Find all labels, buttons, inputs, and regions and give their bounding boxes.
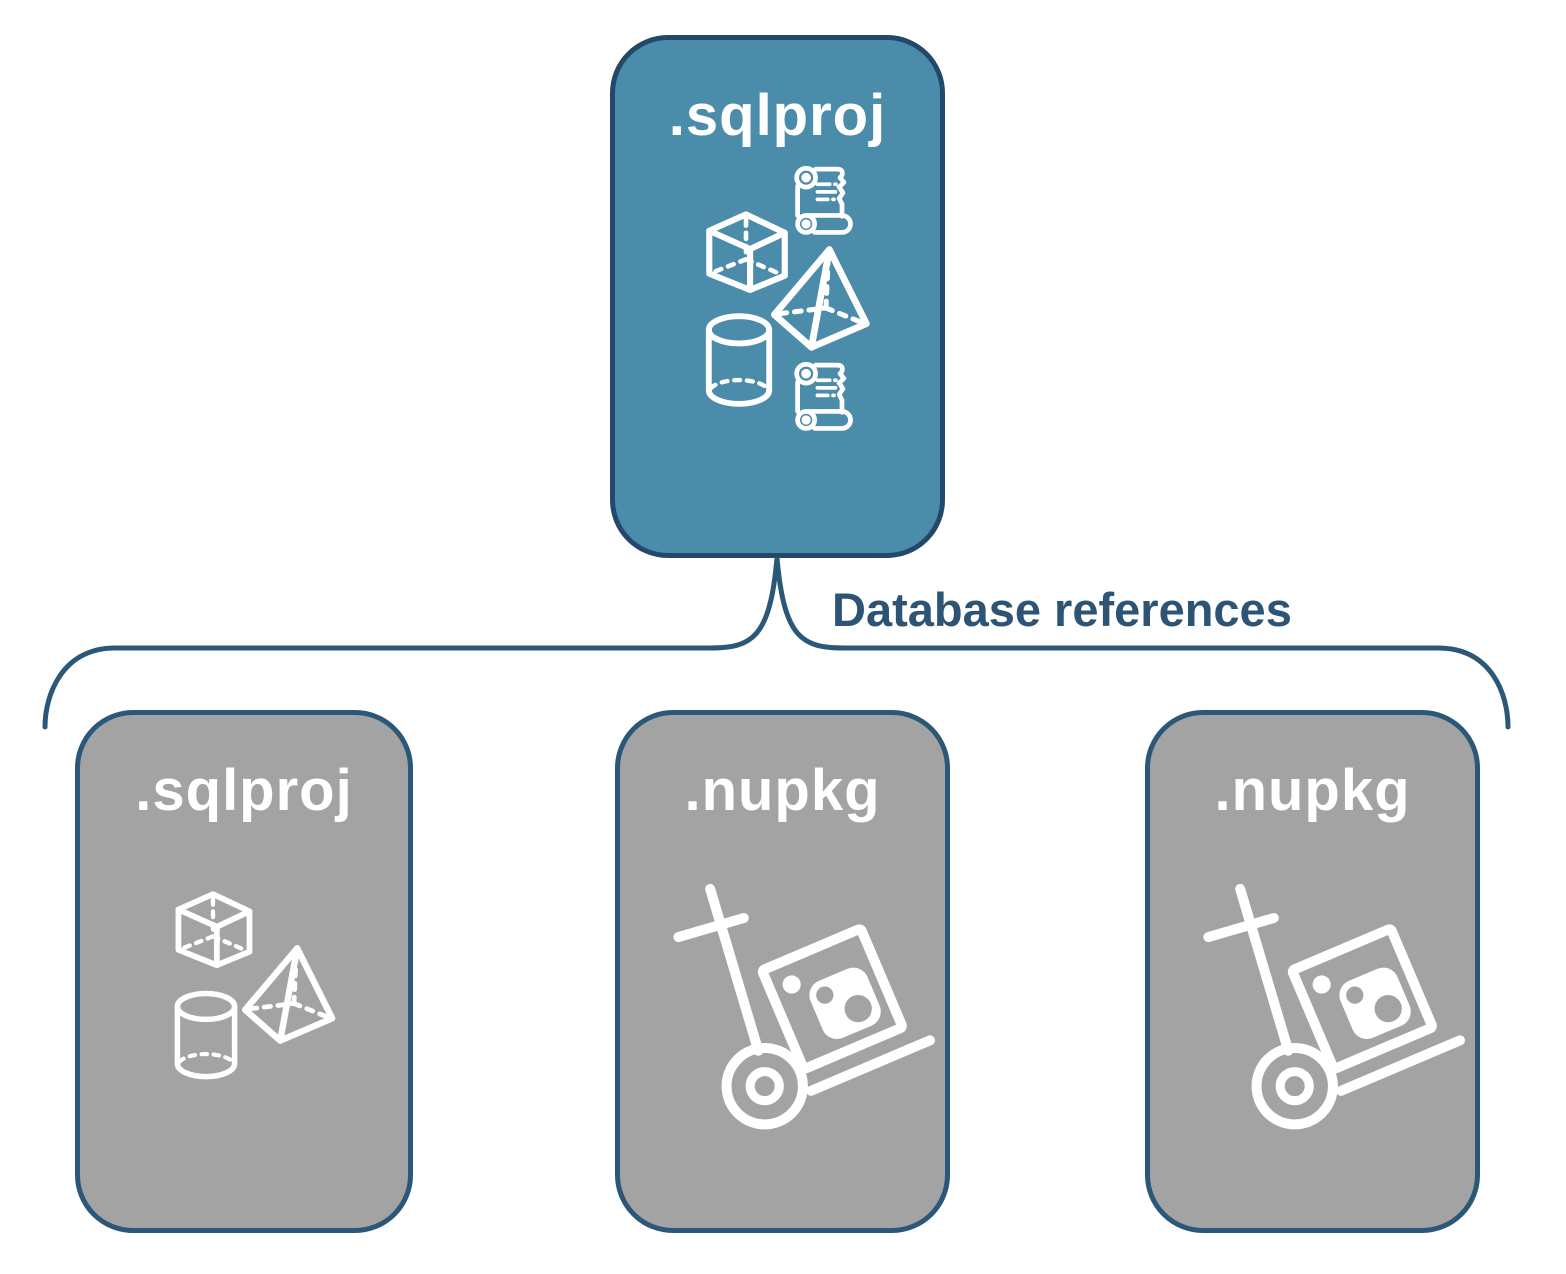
- brace-connector: [42, 557, 1511, 730]
- child-node-sqlproj: .sqlproj: [75, 710, 413, 1233]
- child-node-title: .nupkg: [684, 758, 881, 823]
- root-node-title: .sqlproj: [668, 83, 887, 148]
- script-scroll-icon: [794, 165, 853, 235]
- nuget-package-dolly-icon: [673, 883, 935, 1130]
- child-node-title: .sqlproj: [135, 758, 353, 823]
- database-cylinder-icon: [174, 990, 238, 1080]
- pyramid-icon: [242, 945, 336, 1044]
- cube-icon: [175, 891, 253, 969]
- root-node-sqlproj: .sqlproj: [610, 35, 945, 558]
- script-scroll-icon: [794, 361, 853, 431]
- child-node-nupkg: .nupkg: [1145, 710, 1480, 1233]
- pyramid-icon: [770, 246, 870, 351]
- connector-label: Database references: [832, 583, 1292, 636]
- child-node-nupkg: .nupkg: [615, 710, 950, 1233]
- cube-icon: [706, 211, 788, 293]
- database-cylinder-icon: [705, 313, 773, 407]
- child-node-title: .nupkg: [1214, 758, 1411, 823]
- nuget-package-dolly-icon: [1203, 883, 1465, 1130]
